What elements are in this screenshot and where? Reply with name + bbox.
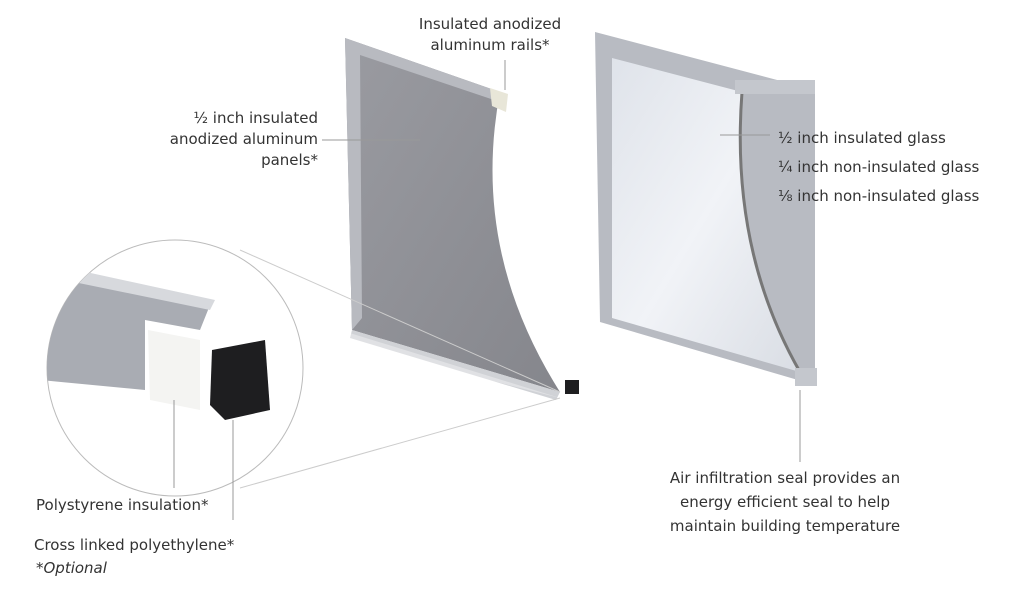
seal-label-line: maintain building temperature xyxy=(669,517,901,535)
polystyrene-label: Polystyrene insulation* xyxy=(36,496,209,514)
rails-label-line: aluminum rails* xyxy=(430,36,550,54)
seal-label-line: energy efficient seal to help xyxy=(680,493,890,511)
glass-option: ⅛ inch non-insulated glass xyxy=(778,187,980,205)
seal-label-line: Air infiltration seal provides an xyxy=(669,469,901,487)
seal-small xyxy=(565,380,579,394)
polyethylene-label: Cross linked polyethylene* xyxy=(34,536,235,554)
panels-label-line: panels* xyxy=(261,151,318,169)
seal-label: Air infiltration seal provides an energy… xyxy=(640,466,930,538)
leader-lines xyxy=(173,60,801,520)
optional-note: *Optional xyxy=(36,559,107,577)
glass-panel xyxy=(595,32,817,386)
panels-label: ½ inch insulated anodized aluminum panel… xyxy=(140,108,318,171)
glass-option: ½ inch insulated glass xyxy=(778,129,946,147)
rails-label: Insulated anodized aluminum rails* xyxy=(405,14,575,56)
polyethylene-seal xyxy=(210,340,270,420)
aluminum-panel xyxy=(340,38,579,400)
glass-options-label: ½ inch insulated glass ¼ inch non-insula… xyxy=(778,124,979,211)
polystyrene-insulation xyxy=(148,330,200,410)
panels-label-line: ½ inch insulated xyxy=(193,109,319,127)
panels-label-line: anodized aluminum xyxy=(169,130,318,148)
glass-option: ¼ inch non-insulated glass xyxy=(778,158,980,176)
rails-label-line: Insulated anodized xyxy=(418,15,562,33)
magnified-detail xyxy=(46,239,561,497)
